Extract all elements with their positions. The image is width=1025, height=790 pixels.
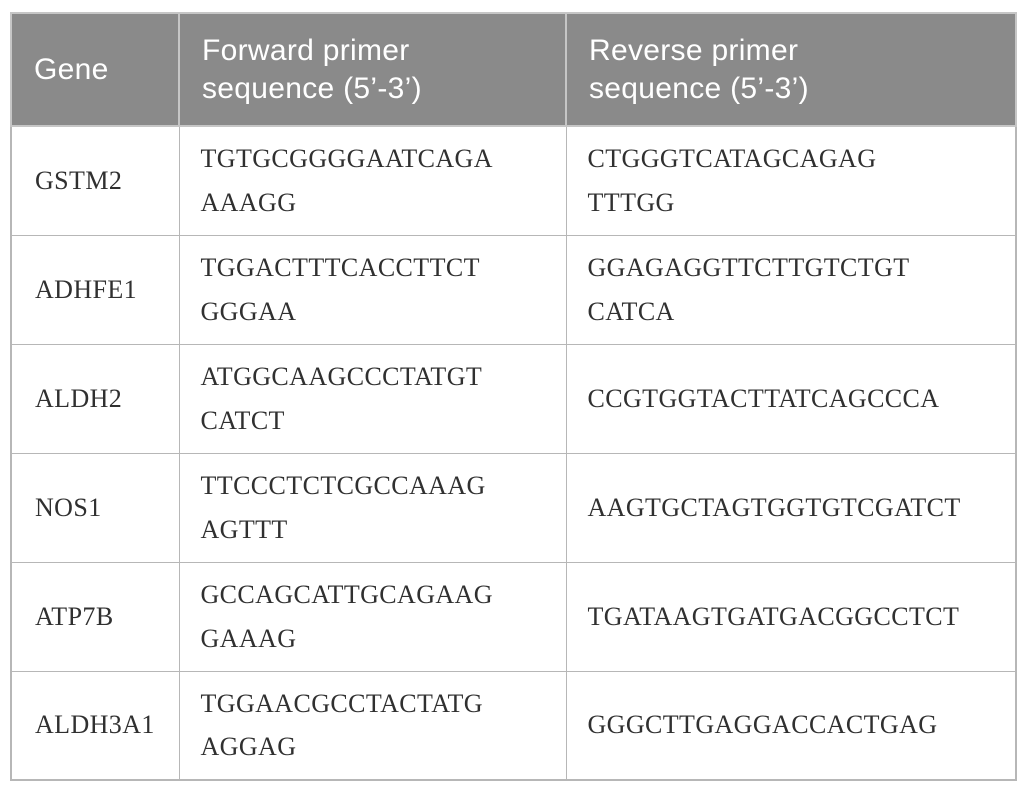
forward-seq-cell: TGGAACGCCTACTATG AGGAG — [178, 670, 567, 781]
gene-cell: NOS1 — [10, 452, 180, 563]
table-row: NOS1 TTCCCTCTCGCCAAAG AGTTT AAGTGCTAGTGG… — [10, 452, 1017, 563]
gene-cell: GSTM2 — [10, 125, 180, 236]
gene-cell: ALDH2 — [10, 343, 180, 454]
reverse-seq-cell: CCGTGGTACTTATCAGCCCA — [565, 343, 1017, 454]
header-row: Gene Forward primer sequence (5’-3’) Rev… — [10, 12, 1017, 127]
col-header-reverse-primer: Reverse primer sequence (5’-3’) — [565, 12, 1017, 127]
primer-table: Gene Forward primer sequence (5’-3’) Rev… — [10, 12, 1017, 781]
table-row: ALDH3A1 TGGAACGCCTACTATG AGGAG GGGCTTGAG… — [10, 670, 1017, 781]
gene-cell: ALDH3A1 — [10, 670, 180, 781]
table-header: Gene Forward primer sequence (5’-3’) Rev… — [10, 12, 1017, 127]
forward-seq-cell: ATGGCAAGCCCTATGT CATCT — [178, 343, 567, 454]
forward-seq-cell: TGGACTTTCACCTTCT GGGAA — [178, 234, 567, 345]
reverse-seq-cell: CTGGGTCATAGCAGAG TTTGG — [565, 125, 1017, 236]
gene-cell: ADHFE1 — [10, 234, 180, 345]
table-row: ADHFE1 TGGACTTTCACCTTCT GGGAA GGAGAGGTTC… — [10, 234, 1017, 345]
table-row: ATP7B GCCAGCATTGCAGAAG GAAAG TGATAAGTGAT… — [10, 561, 1017, 672]
forward-seq-cell: GCCAGCATTGCAGAAG GAAAG — [178, 561, 567, 672]
reverse-seq-cell: GGGCTTGAGGACCACTGAG — [565, 670, 1017, 781]
col-header-gene: Gene — [10, 12, 180, 127]
table-row: GSTM2 TGTGCGGGGAATCAGA AAAGG CTGGGTCATAG… — [10, 125, 1017, 236]
col-header-forward-primer: Forward primer sequence (5’-3’) — [178, 12, 567, 127]
forward-seq-cell: TGTGCGGGGAATCAGA AAAGG — [178, 125, 567, 236]
table-row: ALDH2 ATGGCAAGCCCTATGT CATCT CCGTGGTACTT… — [10, 343, 1017, 454]
reverse-seq-cell: AAGTGCTAGTGGTGTCGATCT — [565, 452, 1017, 563]
gene-cell: ATP7B — [10, 561, 180, 672]
forward-seq-cell: TTCCCTCTCGCCAAAG AGTTT — [178, 452, 567, 563]
primer-table-container: Gene Forward primer sequence (5’-3’) Rev… — [10, 12, 1017, 781]
reverse-seq-cell: TGATAAGTGATGACGGCCTCT — [565, 561, 1017, 672]
reverse-seq-cell: GGAGAGGTTCTTGTCTGT CATCA — [565, 234, 1017, 345]
table-body: GSTM2 TGTGCGGGGAATCAGA AAAGG CTGGGTCATAG… — [10, 125, 1017, 781]
